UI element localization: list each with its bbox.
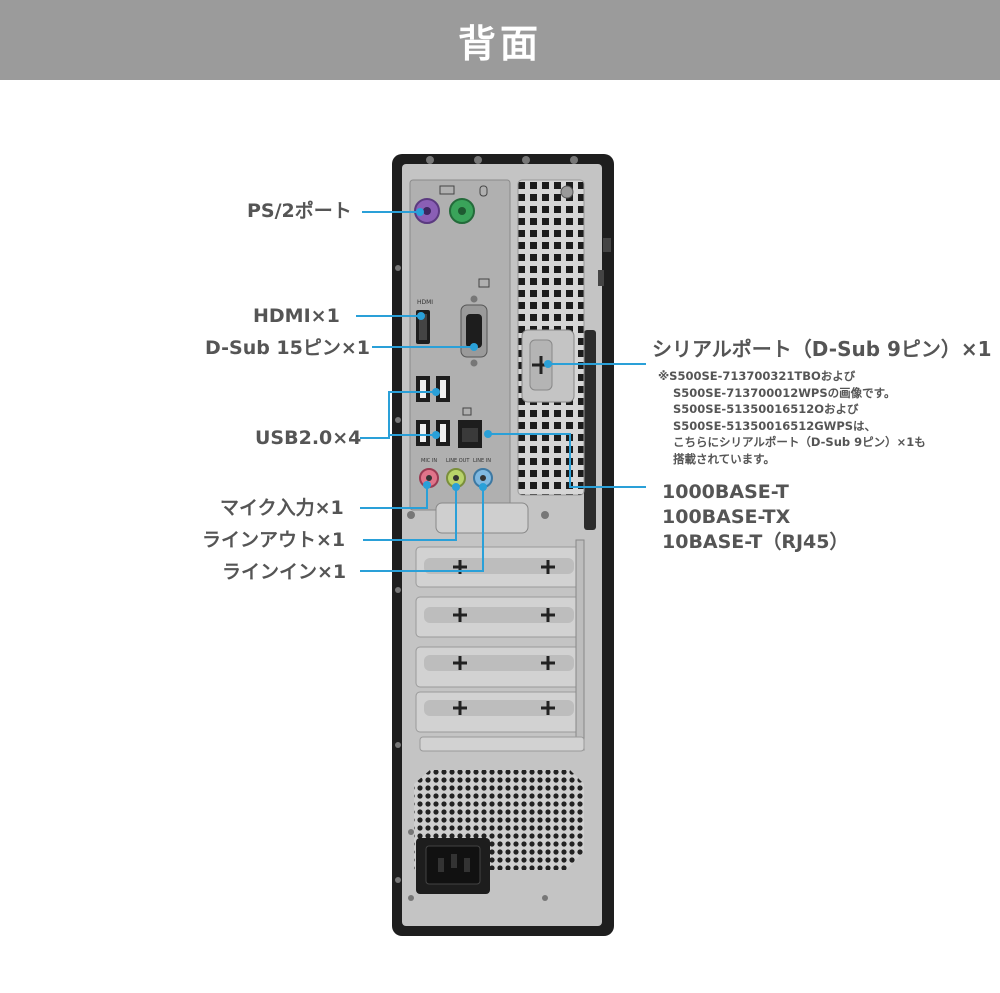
ethernet-line: 1000BASE-T [662,481,789,503]
label-usb: USB2.0×4 [255,427,362,449]
serial-note: ※S500SE-713700321TBOおよび S500SE-713700012… [658,368,978,467]
line-in-mark: LINE IN [473,458,491,464]
ethernet-line: 10BASE-T（RJ45） [662,531,849,553]
note-line: S500SE-713700012WPSの画像です。 [673,385,896,400]
label-ethernet: 1000BASE-T 100BASE-TX 10BASE-T（RJ45） [662,480,848,555]
label-linein: ラインイン×1 [222,561,347,583]
page-title: 背面 [0,0,1000,80]
callout-lines [356,211,646,572]
label-dsub15: D-Sub 15ピン×1 [205,337,371,359]
note-line: ※S500SE-713700321TBOおよび [658,369,856,383]
ethernet-line: 100BASE-TX [662,506,791,528]
label-lineout: ラインアウト×1 [202,529,346,551]
hdmi-mark: HDMI [417,299,433,306]
label-ps2: PS/2ポート [247,200,352,222]
note-line: 搭載されています。 [673,451,776,466]
mic-in-mark: MIC IN [421,458,437,464]
note-line: こちらにシリアルポート（D-Sub 9ピン）×1も [673,435,926,449]
label-mic: マイク入力×1 [220,497,344,519]
note-line: S500SE-51350016512Oおよび [673,402,859,416]
label-serial: シリアルポート（D-Sub 9ピン）×1 [652,337,992,361]
note-line: S500SE-51350016512GWPSは、 [673,418,877,433]
line-out-mark: LINE OUT [446,458,470,464]
label-hdmi: HDMI×1 [253,305,340,327]
